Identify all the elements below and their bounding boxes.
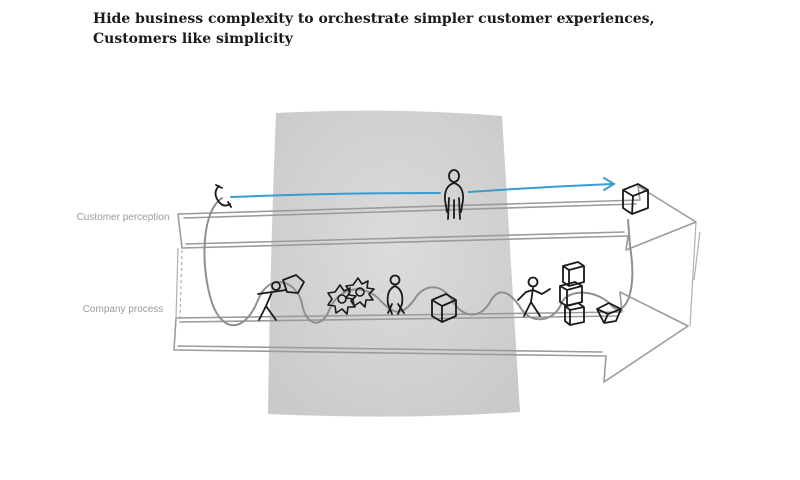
worker-standing-icon: [386, 274, 405, 315]
company-process-label: Company process: [82, 304, 164, 315]
gear-icon: [327, 277, 375, 315]
arrow-connectors: [175, 221, 701, 327]
title-line-2: Customers like simplicity: [93, 31, 293, 47]
process-box-icon: [431, 293, 457, 323]
customer-person-icon: [444, 169, 464, 220]
worker-carrying-icon: [257, 274, 305, 321]
title-line-1: Hide business complexity to orchestrate …: [93, 11, 655, 27]
customer-perception-label: Customer perception: [76, 212, 170, 223]
tilted-box-icon: [596, 302, 622, 324]
customer-perception-arrow: [177, 185, 697, 251]
process-wave-line: [203, 197, 634, 327]
worker-arms-icon: [517, 276, 551, 317]
backdrop-panel: [268, 110, 520, 417]
customer-path: [230, 177, 616, 198]
phone-icon: [214, 184, 232, 208]
diagram-title: Hide business complexity to orchestrate …: [93, 9, 773, 49]
box-icon: [622, 183, 649, 215]
box-stack-icon: [559, 261, 585, 326]
